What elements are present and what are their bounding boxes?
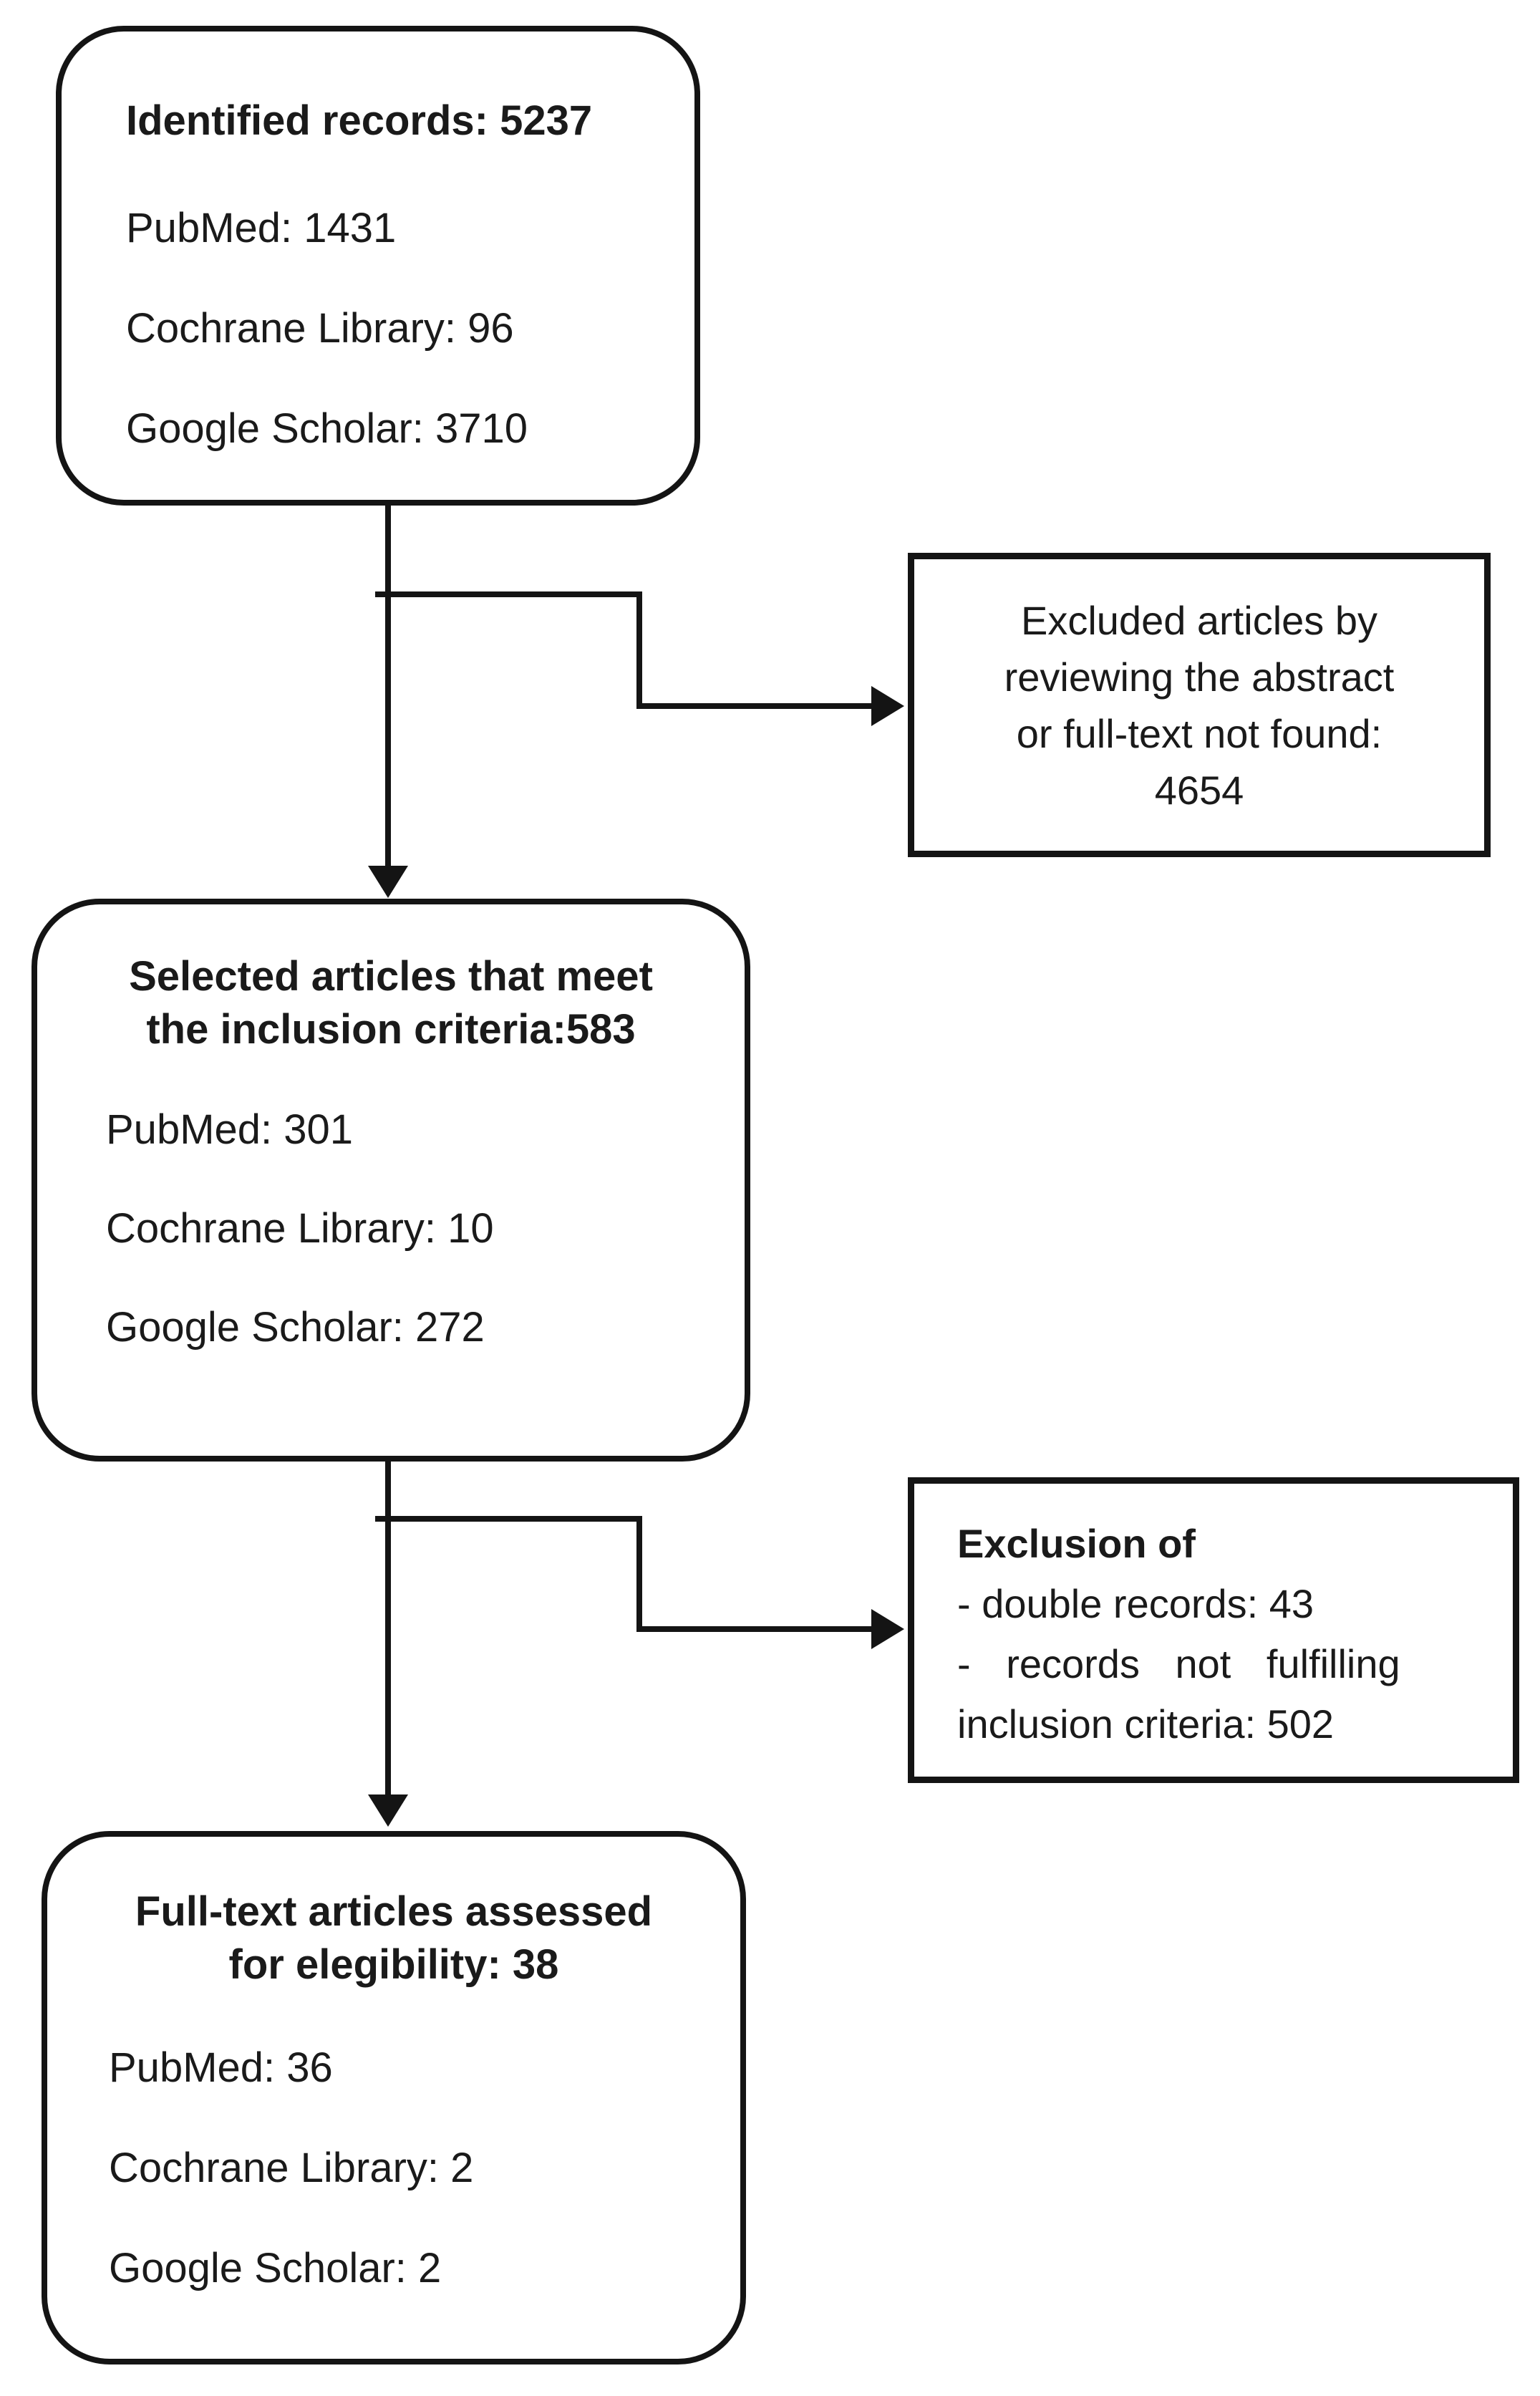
excluded-box-line: Excluded articles by	[1020, 597, 1377, 643]
branch-line-to-exclusion-step	[636, 1516, 642, 1631]
identified-records-box: Identified records: 5237 PubMed: 1431 Co…	[56, 26, 700, 506]
arrowhead-to-selected	[368, 866, 408, 898]
source-count-line: Cochrane Library: 2	[109, 2145, 474, 2191]
selected-articles-box: Selected articles that meet the inclusio…	[32, 899, 750, 1462]
source-count-line: PubMed: 301	[106, 1106, 354, 1153]
source-count-line: PubMed: 36	[109, 2044, 333, 2091]
fulltext-assessed-title: Full-text articles assessed for elegibil…	[47, 1885, 740, 1991]
fulltext-assessed-title-line2: for elegibility: 38	[228, 1941, 559, 1988]
branch-line-to-excluded-bottom	[636, 703, 873, 709]
arrowhead-to-excluded-box	[871, 686, 904, 726]
selected-articles-title: Selected articles that meet the inclusio…	[37, 950, 745, 1056]
exclusion-criteria-line: - records not fulfilling	[957, 1641, 1400, 1686]
source-count-line: Google Scholar: 272	[106, 1304, 485, 1351]
excluded-by-abstract-box: Excluded articles by reviewing the abstr…	[908, 553, 1491, 857]
excluded-box-line: reviewing the abstract	[1004, 654, 1395, 700]
branch-line-to-excluded-step	[636, 591, 642, 708]
source-count-line: Cochrane Library: 10	[106, 1205, 494, 1252]
identified-records-title: Identified records: 5237	[126, 97, 593, 144]
excluded-box-count: 4654	[1154, 767, 1244, 813]
source-count-line: PubMed: 1431	[126, 205, 397, 251]
excluded-box-line: or full-text not found:	[1016, 710, 1382, 756]
exclusion-criteria-line: inclusion criteria: 502	[957, 1701, 1335, 1747]
source-count-line: Cochrane Library: 96	[126, 305, 514, 352]
selected-articles-title-line1: Selected articles that meet	[129, 953, 653, 1000]
fulltext-assessed-box: Full-text articles assessed for elegibil…	[42, 1831, 746, 2364]
flow-line-selected-to-fulltext	[385, 1461, 391, 1796]
fulltext-assessed-title-line1: Full-text articles assessed	[135, 1888, 653, 1935]
exclusion-criteria-line: - double records: 43	[957, 1581, 1314, 1626]
exclusion-criteria-title: Exclusion of	[957, 1521, 1196, 1566]
branch-line-to-exclusion-top	[375, 1516, 641, 1522]
flow-line-identified-to-selected	[385, 504, 391, 868]
exclusion-criteria-box: Exclusion of - double records: 43 - reco…	[908, 1477, 1519, 1783]
selected-articles-title-line2: the inclusion criteria:583	[146, 1006, 636, 1053]
arrowhead-to-exclusion-box	[871, 1609, 904, 1649]
branch-line-to-exclusion-bottom	[636, 1626, 873, 1632]
source-count-line: Google Scholar: 3710	[126, 405, 528, 452]
branch-line-to-excluded-top	[375, 591, 641, 597]
arrowhead-to-fulltext	[368, 1794, 408, 1827]
source-count-line: Google Scholar: 2	[109, 2245, 442, 2291]
